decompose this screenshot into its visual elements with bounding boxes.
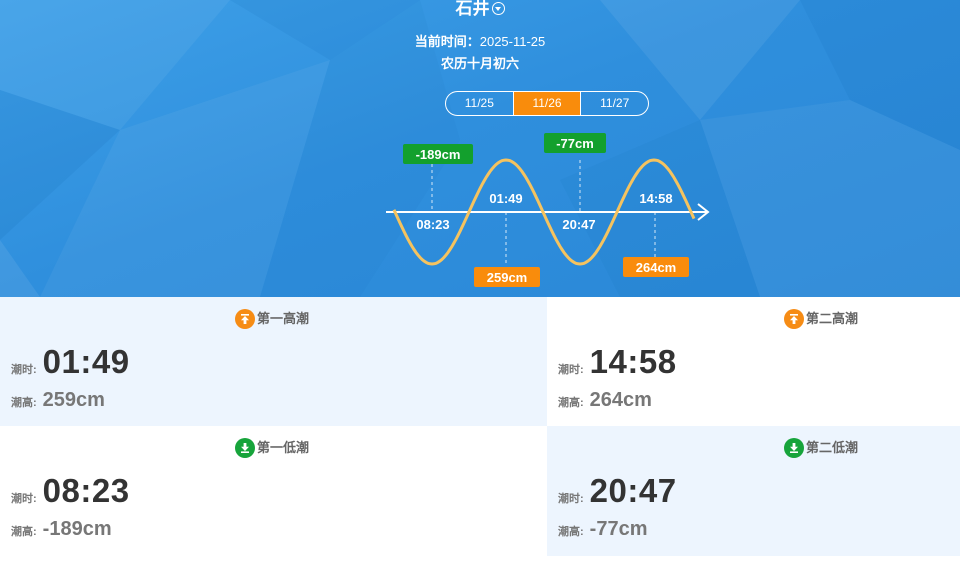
panel-title: 第二高潮: [784, 309, 858, 329]
tide-time-row: 潮时: 01:49: [11, 343, 130, 381]
badge-high2-height-bg: [623, 257, 689, 277]
tide-height-label: 潮高:: [11, 397, 37, 409]
tide-height-row: 潮高: 264cm: [558, 389, 652, 412]
lunar-date: 农历十月初六: [440, 56, 519, 71]
panel-title: 第一高潮: [235, 309, 309, 329]
tide-time-row: 潮时: 08:23: [11, 472, 130, 510]
tide-height-value: -77cm: [589, 518, 648, 540]
tide-height-label: 潮高:: [558, 397, 584, 409]
panel-low-tide-2: 第二低潮 潮时: 20:47 潮高: -77cm: [547, 426, 960, 556]
label-high1-time: 01:49: [489, 191, 522, 206]
tide-height-row: 潮高: -77cm: [558, 518, 647, 541]
tide-time-row: 潮时: 14:58: [558, 343, 677, 381]
tide-height-row: 潮高: 259cm: [11, 389, 105, 412]
tide-time-value: 14:58: [589, 343, 677, 380]
tab-date-1126[interactable]: 11/26: [512, 92, 581, 115]
tide-time-label: 潮时:: [558, 493, 584, 505]
arrow-up-icon: [784, 309, 804, 329]
panel-title-text: 第一低潮: [257, 440, 310, 455]
current-time: 当前时间：2025-11-25: [0, 34, 960, 50]
tide-height-value: 264cm: [589, 389, 652, 411]
tide-height-row: 潮高: -189cm: [11, 518, 112, 541]
current-time-label: 当前时间：: [414, 34, 480, 49]
tide-time-label: 潮时:: [11, 493, 37, 505]
faceted-background: [0, 0, 960, 297]
tide-time-row: 潮时: 20:47: [558, 472, 677, 510]
tide-time-label: 潮时:: [558, 364, 584, 376]
label-low1-time: 08:23: [416, 217, 449, 232]
tide-height-value: 259cm: [42, 389, 105, 411]
badge-low1-height-bg: [403, 144, 473, 164]
hero-header: 石井 当前时间：2025-11-25 农历十月初六 11/25 11/26 11…: [0, 0, 960, 297]
tide-time-value: 20:47: [589, 472, 677, 509]
panel-high-tide-1: 第一高潮 潮时: 01:49 潮高: 259cm: [0, 297, 547, 427]
tide-height-value: -189cm: [42, 518, 112, 540]
arrow-down-icon: [235, 438, 255, 458]
badge-high2-height: 264cm: [636, 260, 676, 275]
panel-title-text: 第一高潮: [257, 311, 310, 326]
arrow-down-icon: [784, 438, 804, 458]
tide-chart: -189cm -77cm 259cm 264cm 08:23 01:49 20:47 14:5…: [392, 133, 710, 287]
tab-date-1127[interactable]: 11/27: [580, 92, 648, 115]
tide-time-value: 08:23: [42, 472, 130, 509]
badge-low2-height-bg: [544, 133, 606, 153]
arrow-up-icon: [235, 309, 255, 329]
axis-arrow: [697, 203, 710, 221]
panel-title: 第一低潮: [235, 438, 309, 458]
chevron-down-circle-icon[interactable]: [491, 2, 505, 15]
panel-title: 第二低潮: [784, 438, 858, 458]
station-name: 石井: [455, 0, 490, 18]
badge-high1-height: 259cm: [487, 270, 527, 285]
station-selector[interactable]: 石井: [0, 0, 960, 20]
label-high2-time: 14:58: [639, 191, 672, 206]
current-time-value: 2025-11-25: [479, 34, 546, 49]
tab-date-1125[interactable]: 11/25: [464, 96, 494, 110]
panel-high-tide-2: 第二高潮 潮时: 14:58 潮高: 264cm: [547, 297, 960, 427]
date-tabs: 11/25 11/26 11/27: [445, 91, 649, 116]
tide-curve: [392, 158, 696, 266]
tide-time-label: 潮时:: [11, 364, 37, 376]
panel-title-text: 第二高潮: [806, 311, 859, 326]
badge-high1-height-bg: [474, 267, 540, 287]
tide-height-label: 潮高:: [11, 526, 37, 538]
panel-low-tide-1: 第一低潮 潮时: 08:23 潮高: -189cm: [0, 426, 547, 556]
badge-low1-height: -189cm: [416, 147, 461, 162]
label-low2-time: 20:47: [562, 217, 595, 232]
tide-time-value: 01:49: [42, 343, 130, 380]
tide-height-label: 潮高:: [558, 526, 584, 538]
panel-title-text: 第二低潮: [806, 440, 859, 455]
badge-low2-height: -77cm: [556, 136, 594, 151]
